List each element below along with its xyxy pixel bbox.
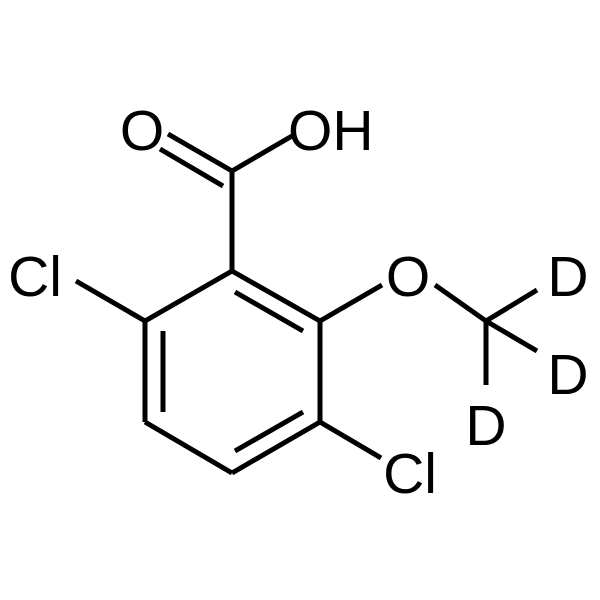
atom-ether-oxygen: O [386, 245, 430, 309]
bond-carbonyl-double-b [158, 146, 225, 189]
bond-cd3-to-deuterium-2 [484, 318, 539, 354]
atom-hydroxyl: OH [288, 99, 374, 163]
atom-deuterium-1: D [547, 245, 588, 309]
atom-deuterium-3: D [465, 394, 506, 458]
bond-to-chlorine-right [318, 419, 383, 461]
bond-carboxyl-hydroxyl [230, 133, 294, 174]
bond-ring-inner-c1-c2 [233, 289, 305, 334]
bond-to-chlorine-left [74, 278, 147, 324]
bond-ether-oxygen-to-cd3 [433, 282, 488, 324]
atom-deuterium-2: D [547, 343, 588, 407]
atom-carbonyl-oxygen: O [120, 99, 164, 163]
bond-ring-c3-c4 [230, 419, 322, 476]
bond-cd3-to-deuterium-1 [484, 287, 539, 324]
bond-ring-c4-c5 [143, 419, 234, 476]
bond-carbonyl-double-a [166, 131, 234, 174]
bond-ring-to-ether-oxygen [318, 282, 384, 324]
atom-chlorine-right: Cl [383, 442, 437, 506]
bond-ring-c6-c1 [143, 268, 234, 324]
bond-ring-c1-c2 [230, 268, 322, 324]
atom-labels: O OH Cl O Cl D D D [8, 99, 589, 506]
atom-chlorine-left: Cl [8, 245, 62, 309]
bond-ring-inner-c3-c4 [233, 409, 305, 454]
bonds [74, 131, 539, 476]
